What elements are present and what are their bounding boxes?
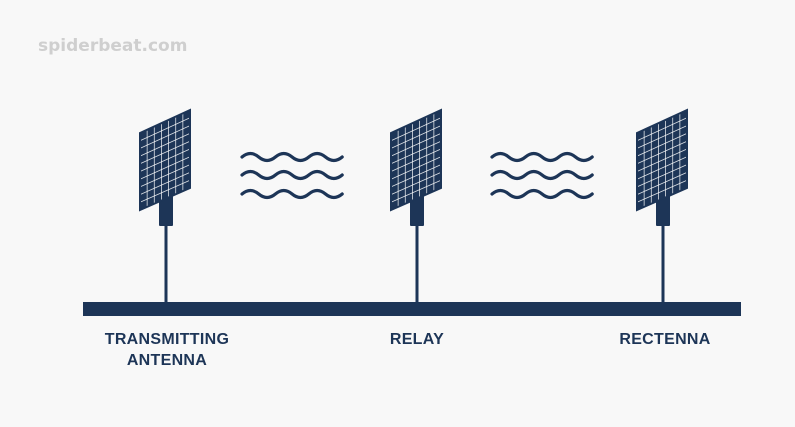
wave-line: [490, 188, 594, 200]
wave-line: [240, 188, 344, 200]
antenna-mount: [410, 194, 424, 226]
rectenna-label: RECTENNA: [605, 329, 725, 350]
solar-panel: [139, 108, 191, 212]
transmitting-antenna-label-line-2: ANTENNA: [126, 352, 208, 369]
transmitting-antenna-solar-panel-antenna-icon: [139, 108, 191, 304]
relay-solar-panel-antenna-icon: [390, 108, 442, 304]
transmitting-antenna-label-line-1: TRANSMITTING: [104, 331, 230, 348]
antenna-mount: [656, 194, 670, 226]
wave-line: [490, 151, 594, 163]
antenna-mount: [159, 194, 173, 226]
watermark: spiderbeat.com: [38, 36, 188, 56]
wave-line: [240, 169, 344, 181]
wireless-wave-icon: [240, 151, 344, 200]
relay-label: RELAY: [372, 329, 462, 350]
wave-line: [490, 169, 594, 181]
relay-label-line-1: RELAY: [389, 331, 445, 348]
antenna-pole: [661, 222, 665, 304]
rectenna-label-line-1: RECTENNA: [619, 331, 711, 348]
solar-panel: [390, 108, 442, 212]
rectenna-solar-panel-antenna-icon: [636, 108, 688, 304]
antenna-pole: [415, 222, 419, 304]
wireless-wave-icon: [490, 151, 594, 200]
transmitting-antenna-label: TRANSMITTING ANTENNA: [86, 329, 248, 371]
solar-panel: [636, 108, 688, 212]
ground-bar: [83, 302, 741, 316]
wave-line: [240, 151, 344, 163]
antenna-pole: [164, 222, 168, 304]
